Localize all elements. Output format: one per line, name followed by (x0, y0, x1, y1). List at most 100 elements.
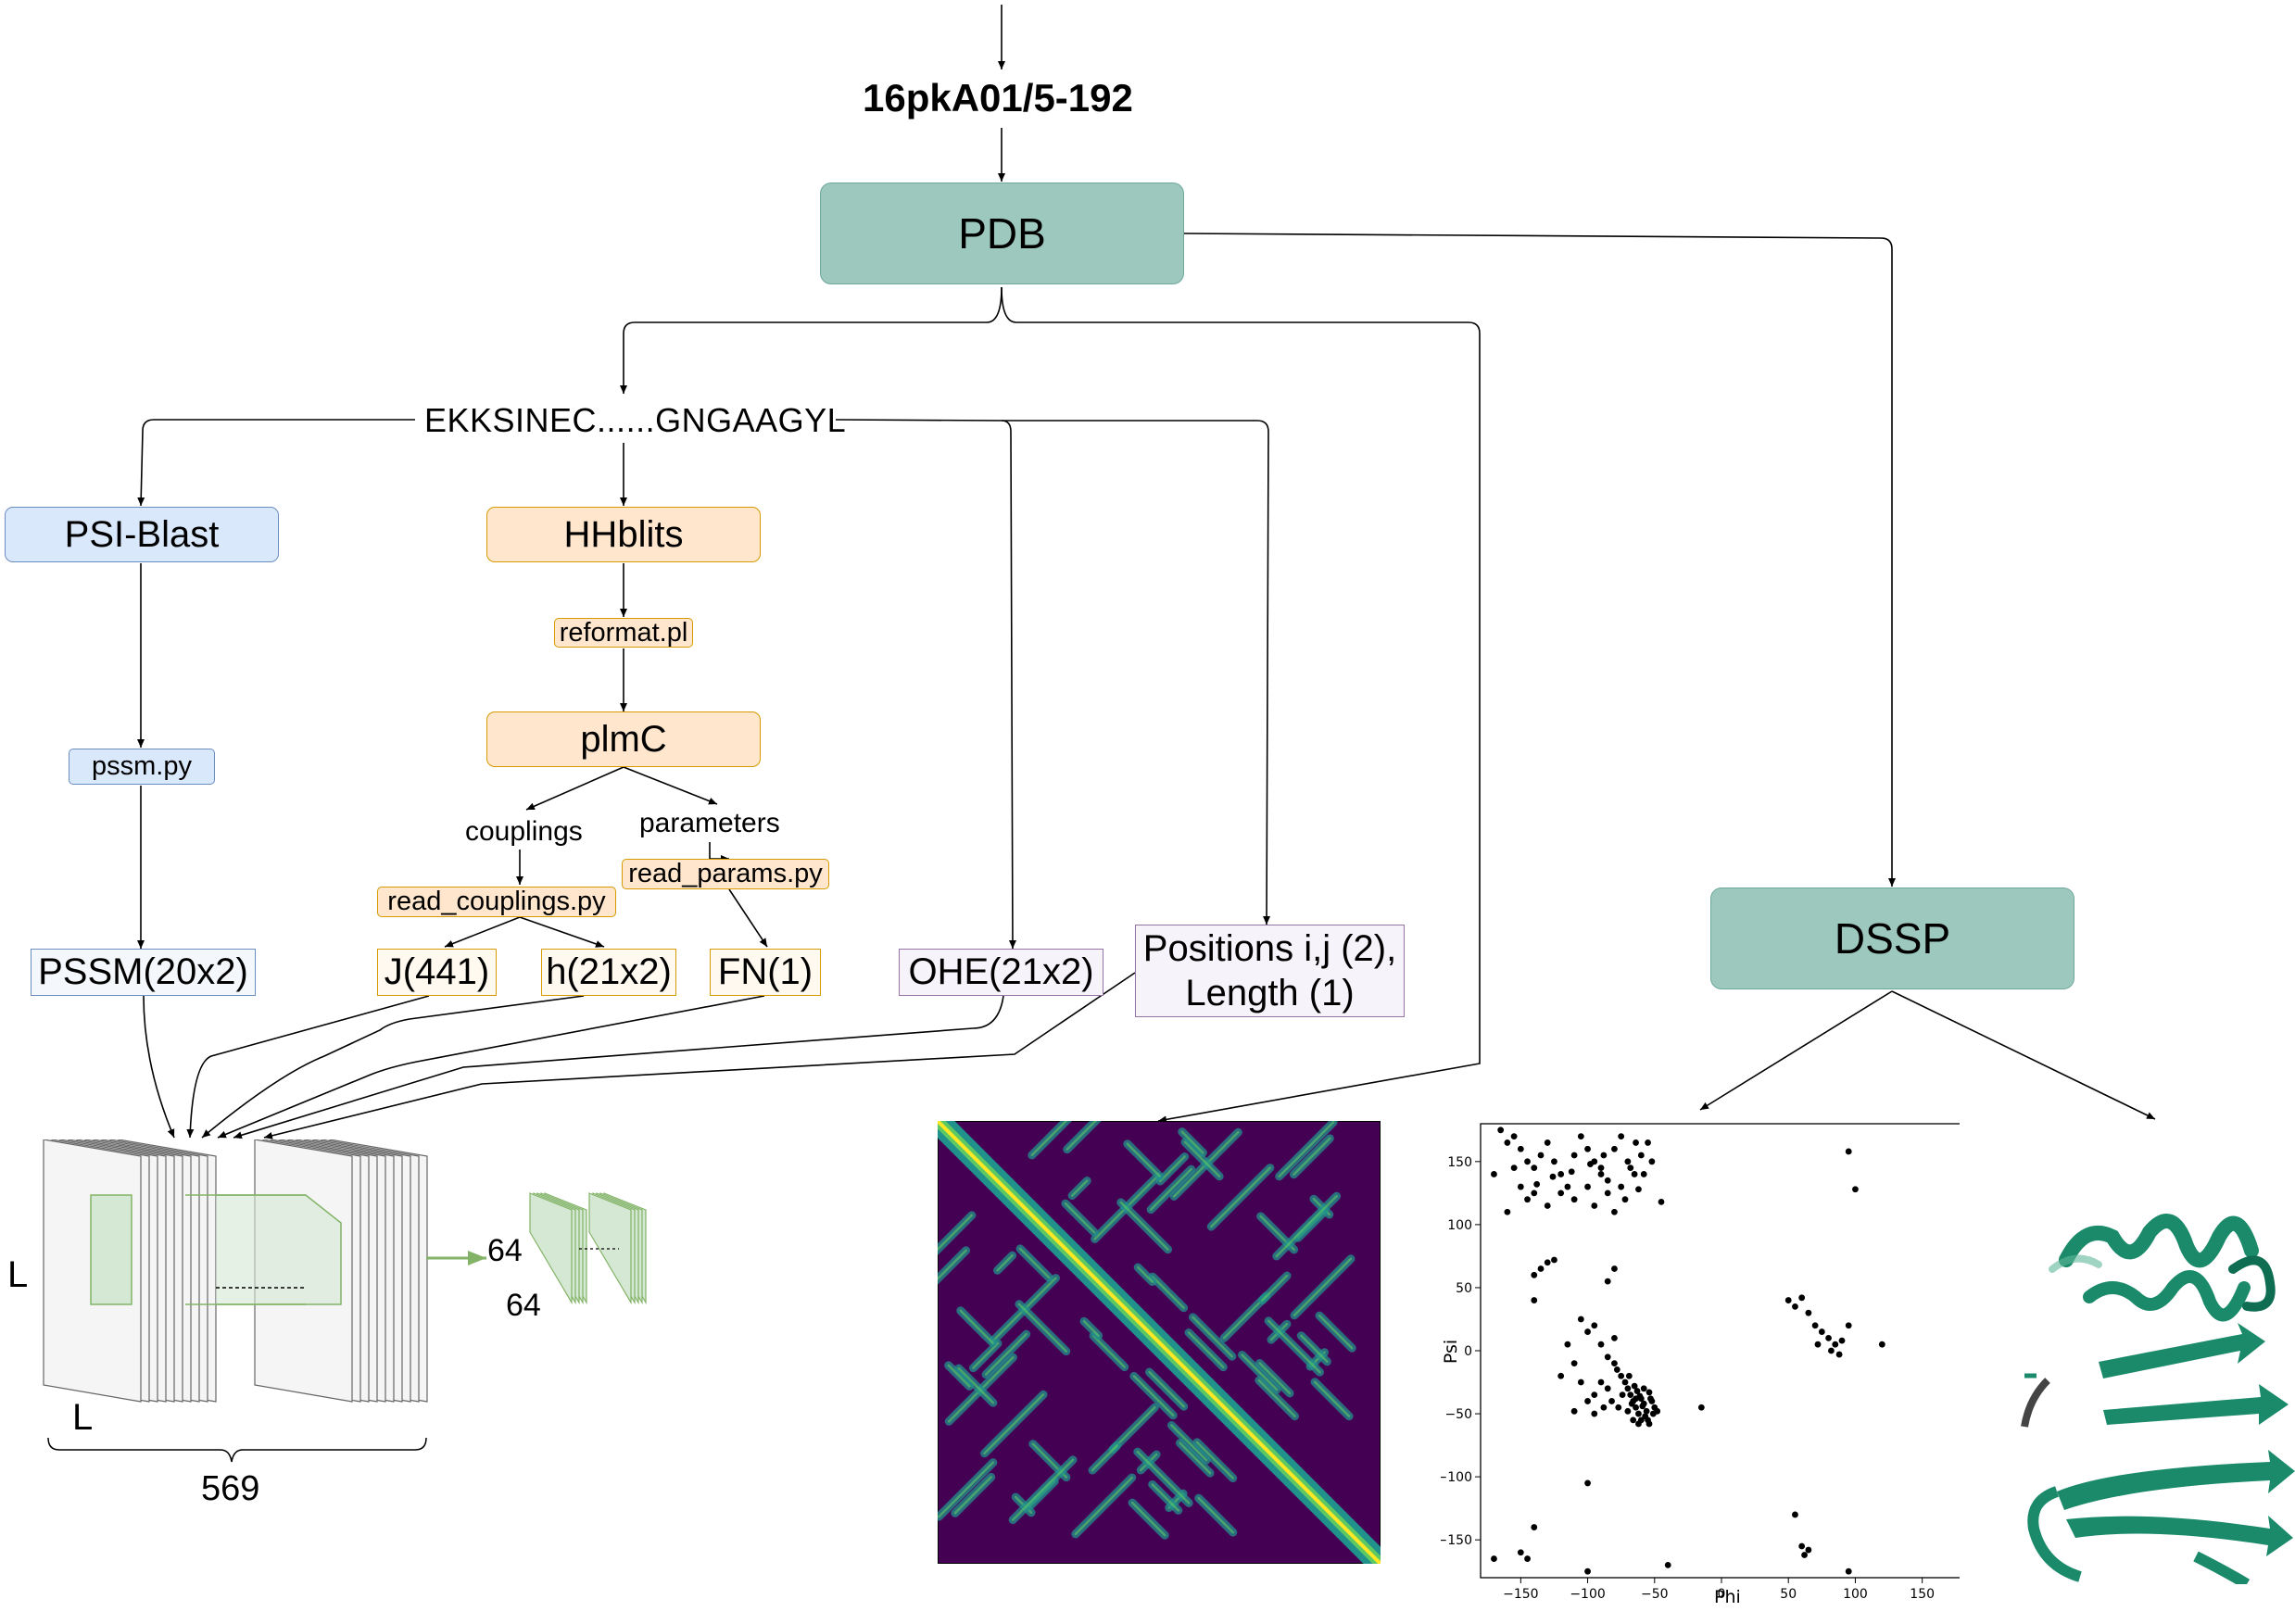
scatter-point (1491, 1555, 1497, 1562)
arrow-parameters-to-read (709, 842, 729, 862)
output-64-b: 64 (506, 1288, 541, 1323)
pdb-box[interactable]: PDB (820, 183, 1184, 284)
contact-map-contacts (938, 1121, 1381, 1564)
scatter-point (1584, 1398, 1591, 1404)
fn-output-label: FN(1) (717, 951, 813, 992)
reformat-box[interactable]: reformat.pl (554, 618, 693, 648)
scatter-point (1801, 1552, 1808, 1558)
plmc-box[interactable]: plmC (486, 711, 761, 767)
scatter-point (1618, 1183, 1625, 1190)
scatter-point (1584, 1183, 1591, 1190)
scatter-point (1597, 1164, 1605, 1172)
scatter-point (1544, 1259, 1551, 1266)
scatter-point (1608, 1398, 1615, 1404)
positions-length-box[interactable]: Positions i,j (2), Length (1) (1135, 925, 1405, 1017)
helix-ribbon (2049, 1214, 2276, 1322)
scatter-point (1645, 1139, 1651, 1146)
scatter-point (1852, 1186, 1859, 1193)
output-64-a: 64 (487, 1233, 523, 1268)
dim-l-vertical: L (7, 1254, 29, 1295)
hhblits-label: HHblits (563, 513, 684, 555)
scatter-point (1838, 1337, 1846, 1344)
ohe-output-box[interactable]: OHE(21x2) (899, 949, 1103, 996)
scatter-point (1510, 1133, 1518, 1140)
scatter-point (1600, 1152, 1608, 1159)
scatter-point (1637, 1152, 1645, 1159)
scatter-point (1557, 1372, 1565, 1379)
x-tick-label: 50 (1780, 1587, 1797, 1602)
couplings-label: couplings (465, 816, 583, 847)
scatter-point (1584, 1567, 1591, 1575)
scatter-point (1604, 1353, 1611, 1361)
scatter-point (1624, 1407, 1632, 1415)
arrow-j-to-nn (186, 995, 430, 1139)
arrow-plmc-to-parameters (623, 766, 718, 805)
scatter-point (1845, 1322, 1852, 1329)
scatter-point (1818, 1328, 1825, 1335)
scatter-point (1604, 1190, 1611, 1197)
read-params-label: read_params.py (628, 859, 823, 888)
parameters-label: parameters (639, 808, 780, 838)
pssm-py-box[interactable]: pssm.py (69, 749, 215, 785)
scatter-point (1621, 1196, 1629, 1203)
scatter-point (1584, 1145, 1591, 1152)
scatter-point (1618, 1133, 1625, 1140)
pssm-output-box[interactable]: PSSM(20x2) (31, 949, 256, 996)
scatter-point (1697, 1404, 1705, 1411)
scatter-point (1811, 1322, 1819, 1329)
scatter-point (1600, 1404, 1608, 1411)
scatter-point (1531, 1190, 1538, 1197)
scatter-point (1792, 1511, 1798, 1518)
y-tick-label: 0 (1464, 1344, 1472, 1359)
scatter-point (1524, 1196, 1531, 1203)
scatter-point (1510, 1164, 1518, 1172)
scatter-point (1618, 1372, 1625, 1379)
scatter-point (1627, 1164, 1634, 1172)
scatter-point (1584, 1479, 1591, 1487)
ramachandran-ylabel: Psi (1441, 1339, 1462, 1365)
scatter-point (1635, 1410, 1642, 1417)
dim-l-horizontal: L (72, 1397, 94, 1438)
scatter-point (1640, 1171, 1647, 1177)
scatter-point (1537, 1265, 1545, 1272)
scatter-point (1631, 1382, 1638, 1390)
scatter-point (1828, 1347, 1835, 1354)
arrow-pdb-to-dssp (1183, 233, 1896, 887)
psiblast-box[interactable]: PSI-Blast (5, 507, 279, 562)
arrow-h-to-nn (201, 995, 585, 1139)
y-tick-label: −50 (1444, 1407, 1472, 1422)
h-output-box[interactable]: h(21x2) (541, 949, 676, 996)
arrow-dssp-to-ramachandran (1699, 990, 1893, 1111)
scatter-point (1654, 1407, 1661, 1415)
scatter-point (1814, 1341, 1822, 1348)
scatter-point (1878, 1341, 1885, 1348)
read-params-box[interactable]: read_params.py (622, 859, 829, 889)
fn-output-box[interactable]: FN(1) (710, 949, 821, 996)
arrow-pssm-to-nn (143, 995, 175, 1139)
arrow-readc-to-j (444, 916, 521, 948)
arrow-positions-to-nn (263, 972, 1136, 1139)
scatter-point (1549, 1173, 1557, 1180)
y-tick-label: 100 (1447, 1218, 1472, 1233)
dssp-box[interactable]: DSSP (1710, 888, 2074, 989)
output-stack (529, 1192, 647, 1305)
j-output-box[interactable]: J(441) (377, 949, 497, 996)
scatter-point (1631, 1171, 1638, 1177)
pdb-label: PDB (958, 209, 1046, 258)
scatter-point (1587, 1161, 1594, 1167)
read-couplings-box[interactable]: read_couplings.py (377, 887, 616, 917)
scatter-point (1557, 1190, 1565, 1197)
scatter-point (1537, 1152, 1545, 1159)
scatter-point (1577, 1133, 1584, 1140)
hhblits-box[interactable]: HHblits (486, 507, 761, 562)
positions-label: Positions i,j (2), (1142, 928, 1397, 969)
channels-label: 569 (201, 1469, 260, 1508)
j-output-label: J(441) (384, 951, 490, 992)
neural-network-diagram (43, 1139, 647, 1463)
scatter-point (1615, 1404, 1622, 1411)
contact-map (938, 1121, 1381, 1564)
arrow-seq-to-positions (1002, 420, 1271, 925)
scatter-point (1570, 1196, 1578, 1203)
